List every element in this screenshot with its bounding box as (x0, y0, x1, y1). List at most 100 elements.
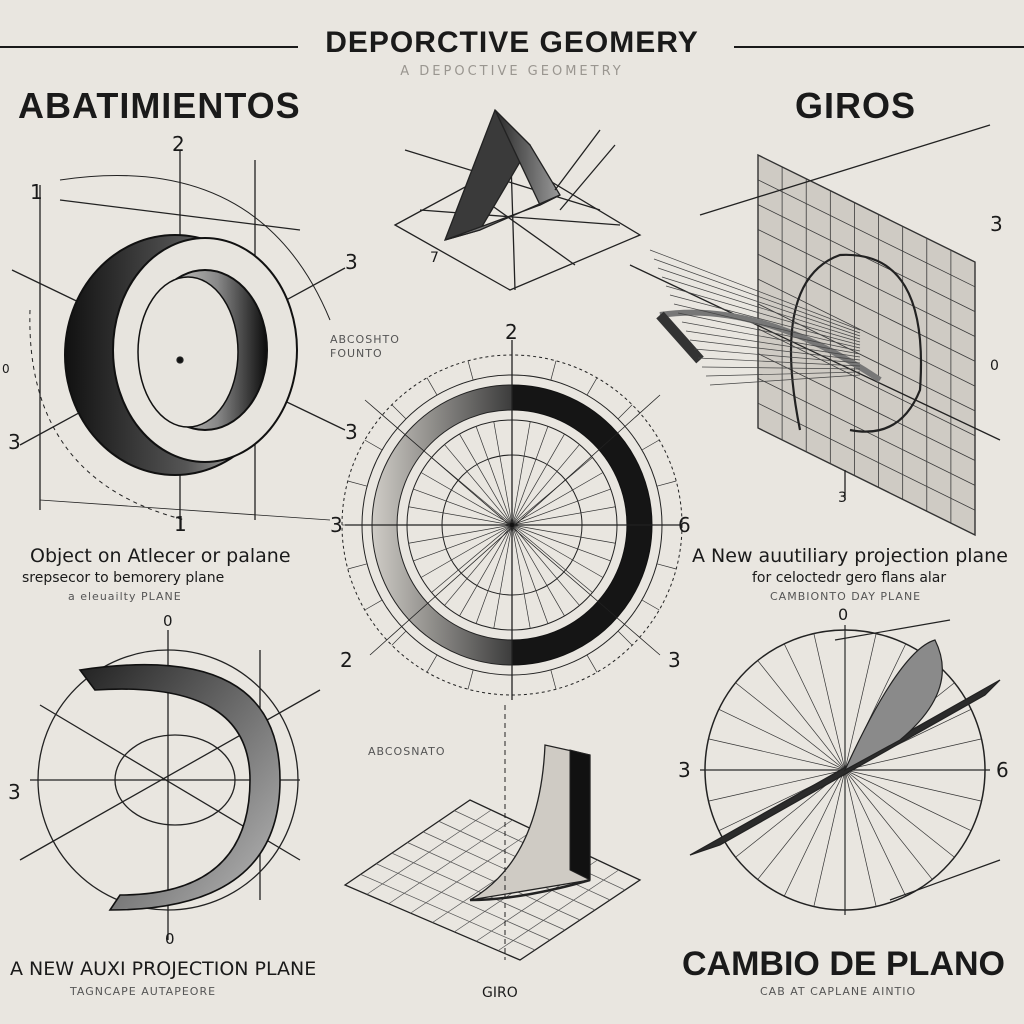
construction-line (511, 524, 565, 617)
label-tl-4: 3 (345, 420, 358, 444)
construction-line (757, 402, 976, 511)
construction-line (708, 738, 846, 771)
construction-line (408, 524, 513, 544)
construction-line (511, 426, 549, 526)
construction-line (665, 285, 861, 343)
giros-caption-1: A New auutiliary projection plane (692, 545, 1008, 567)
abatimientos-caption-2: srepsecor to bemorery plane (22, 570, 225, 586)
header-rule-right (734, 46, 1024, 48)
construction-line (735, 682, 846, 771)
construction-line (813, 633, 846, 771)
label-c-3: 6 (678, 513, 691, 537)
construction-line (459, 524, 513, 617)
construction-line (813, 769, 846, 907)
construction-line (413, 524, 513, 562)
giros-caption-3: CAMBIONTO DAY PLANE (770, 590, 922, 603)
construction-line (475, 524, 513, 624)
construction-line (681, 321, 861, 355)
giro-note: ABCOSNATO (368, 745, 446, 758)
construction-line (617, 404, 633, 420)
label-c-4: 3 (668, 648, 681, 672)
construction-line (718, 708, 846, 771)
construction-line (649, 249, 861, 331)
construction-line (757, 769, 846, 880)
center-figure (341, 340, 683, 700)
construction-line (413, 488, 513, 526)
construction-line (493, 421, 513, 526)
construction-line (844, 769, 982, 802)
construction-line (426, 654, 438, 673)
construction-line (475, 426, 513, 526)
page-title: DEPORCTIVE GEOMERY (325, 26, 699, 59)
construction-line (757, 303, 976, 412)
giros-caption-2: for celoctedr gero flans alar (752, 570, 947, 586)
construction-line (467, 669, 474, 690)
giro-caption: GIRO (482, 985, 518, 1001)
construction-line (586, 654, 598, 673)
construction-line (844, 769, 955, 858)
abatimientos-caption-1: Object on Atlecer or palane (30, 545, 291, 567)
construction-line (783, 769, 846, 897)
construction-line (617, 630, 633, 646)
construction-line (656, 563, 677, 570)
construction-line (511, 524, 593, 593)
construction-line (669, 294, 861, 346)
construction-line (347, 480, 368, 487)
abatimientos-note-1: ABCOSHTO (330, 333, 400, 346)
construction-line (708, 769, 846, 802)
construction-line (709, 374, 861, 386)
construction-line (757, 660, 846, 771)
construction-line (844, 769, 877, 907)
construction-line (653, 258, 861, 334)
giros-figure (629, 124, 1001, 537)
abatimientos-caption-3: a eleuailty PLANE (68, 590, 182, 603)
construction-line (431, 524, 513, 593)
label-tr-3: 0 (990, 358, 999, 374)
prism-figure (393, 108, 642, 291)
construction-line (641, 599, 660, 611)
abatimientos-title: ABATIMIENTOS (18, 85, 301, 126)
construction-line (391, 630, 407, 646)
construction-line (493, 524, 513, 629)
construction-line (550, 360, 557, 381)
label-br-1: 0 (838, 605, 849, 624)
label-bl-3: 0 (165, 930, 175, 948)
label-tr-1: 3 (990, 212, 1003, 236)
construction-line (693, 348, 861, 364)
construction-line (347, 563, 368, 570)
construction-line (444, 444, 513, 526)
construction-line (467, 360, 474, 381)
label-tl-6: 0 (2, 362, 10, 376)
label-tr-2: 3 (838, 490, 847, 506)
label-tl-7: 1 (174, 512, 187, 536)
construction-line (844, 769, 933, 880)
construction-line (701, 366, 861, 370)
construction-line (511, 524, 616, 544)
abatimientos-figure (11, 150, 346, 530)
cambio-sub: CAB AT CAPLANE AINTIO (760, 985, 917, 998)
header-rule-left (0, 46, 298, 48)
construction-line (497, 869, 619, 951)
giros-title: GIROS (795, 85, 917, 126)
label-tl-5: 3 (8, 430, 21, 454)
construction-line (511, 506, 616, 526)
label-bl-2: 3 (8, 780, 21, 804)
construction-line (511, 421, 531, 526)
label-prism: 7 (430, 250, 439, 266)
construction-line (757, 179, 976, 288)
construction-line (844, 738, 982, 771)
construction-line (511, 524, 549, 624)
construction-line (511, 524, 580, 606)
construction-line (511, 488, 611, 526)
construction-line (586, 377, 598, 396)
construction-line (511, 433, 565, 526)
bottom-left-figure (19, 630, 321, 940)
construction-line (420, 524, 513, 578)
construction-line (689, 339, 861, 361)
page-subtitle: A DEPOCTIVE GEOMETRY (400, 64, 624, 79)
construction-line (641, 439, 660, 451)
construction-line (757, 229, 976, 337)
construction-line (844, 633, 877, 771)
construction-line (511, 444, 580, 526)
construction-line (420, 472, 513, 526)
